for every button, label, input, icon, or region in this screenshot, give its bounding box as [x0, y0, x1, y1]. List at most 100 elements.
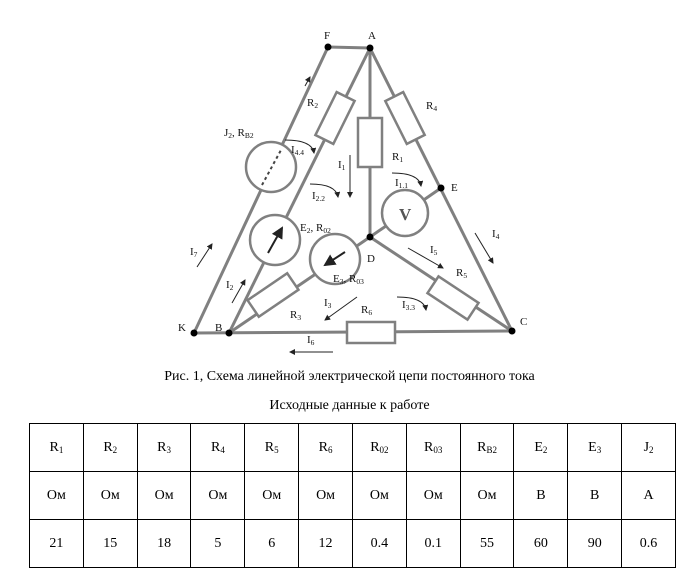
- unit-cell: Ом: [459, 471, 515, 520]
- header-symbol: R: [424, 439, 434, 455]
- header-subscript: B2: [486, 444, 497, 455]
- header-symbol: R: [318, 439, 328, 455]
- header-cell: R1: [29, 423, 84, 472]
- node-label-b: B: [215, 322, 222, 334]
- nodes: [190, 43, 516, 337]
- label-r5: R5: [456, 267, 467, 280]
- header-symbol: R: [264, 439, 275, 455]
- node-label-k: K: [178, 322, 186, 334]
- voltmeter: [380, 188, 430, 238]
- header-symbol: R: [477, 439, 487, 455]
- value-cell: 6: [244, 519, 300, 568]
- header-subscript: 6: [327, 444, 333, 455]
- header-cell: E3: [567, 423, 623, 472]
- unit-cell: Ом: [29, 471, 84, 520]
- node-label-c: C: [520, 316, 527, 328]
- value-cell: 5: [190, 519, 246, 568]
- unit-cell: Ом: [351, 471, 407, 520]
- label-i6: I6: [307, 334, 315, 347]
- current-arrows: [196, 76, 494, 355]
- label-i11: I1.1: [395, 177, 408, 190]
- value-cell: 90: [567, 519, 623, 568]
- header-subscript: 2: [542, 444, 548, 455]
- resistor-r2: [313, 90, 357, 146]
- header-subscript: 5: [274, 444, 279, 455]
- header-cell: R02: [351, 423, 407, 472]
- unit-cell: В: [567, 471, 623, 520]
- header-subscript: 1: [58, 444, 64, 455]
- resistor-r6: [345, 320, 397, 345]
- header-symbol: R: [210, 439, 221, 455]
- header-symbol: R: [49, 439, 59, 455]
- header-symbol: E: [588, 439, 597, 455]
- label-r3: R3: [290, 309, 301, 322]
- header-cell: R03: [405, 423, 461, 472]
- label-r2: R2: [307, 97, 318, 110]
- label-i3: I3: [324, 297, 332, 310]
- header-cell: R3: [136, 423, 192, 472]
- label-r6: R6: [361, 304, 372, 317]
- header-cell: RB2: [459, 423, 515, 472]
- figure-caption: Рис. 1, Схема линейной электрической цеп…: [164, 369, 535, 384]
- label-r1: R1: [392, 151, 403, 164]
- value-cell: 15: [82, 519, 138, 568]
- e2-arrow-icon: [267, 226, 283, 254]
- label-j2-rb2: J2, RB2: [224, 127, 254, 140]
- header-subscript: 03: [433, 444, 443, 455]
- value-cell: 18: [136, 519, 192, 568]
- table-title: Исходные данные к работе: [269, 398, 430, 413]
- resistor-r5: [425, 274, 481, 322]
- unit-cell: Ом: [298, 471, 353, 520]
- header-symbol: R: [157, 439, 167, 455]
- resistor-r4: [383, 90, 427, 146]
- header-cell: R6: [298, 423, 353, 472]
- unit-cell: Ом: [82, 471, 138, 520]
- label-i2: I2: [226, 279, 234, 292]
- value-cell: 21: [29, 519, 84, 568]
- value-cell: 0.4: [351, 519, 407, 568]
- e3-arrow-icon: [323, 251, 346, 267]
- circuit-diagram: V F A E D K B C R2 R4 R1 R5 R6 R3 J2, RB…: [178, 30, 527, 355]
- header-symbol: R: [370, 439, 380, 455]
- value-cell: 60: [513, 519, 569, 568]
- header-cell: J2: [621, 423, 676, 472]
- resistor-r1: [356, 116, 384, 169]
- header-cell: E2: [513, 423, 569, 472]
- unit-cell: А: [621, 471, 676, 520]
- value-cell: 12: [298, 519, 353, 568]
- unit-cell: Ом: [190, 471, 246, 520]
- node-label-f: F: [324, 30, 330, 42]
- value-cell: 0.1: [405, 519, 461, 568]
- unit-cell: Ом: [136, 471, 192, 520]
- unit-cell: В: [513, 471, 569, 520]
- header-subscript: 2: [112, 444, 118, 455]
- header-cell: R5: [244, 423, 300, 472]
- header-cell: R2: [82, 423, 138, 472]
- value-cell: 0.6: [621, 519, 676, 568]
- label-e2-r02: E2, R02: [300, 222, 331, 235]
- node-label-a: A: [368, 30, 376, 42]
- label-i33: I3.3: [402, 299, 415, 312]
- label-i7: I7: [190, 246, 198, 259]
- header-subscript: 02: [379, 444, 389, 455]
- label-i1: I1: [338, 159, 346, 172]
- voltmeter-label: V: [399, 205, 412, 224]
- wires: [192, 45, 514, 335]
- header-subscript: 4: [220, 444, 225, 455]
- header-symbol: J: [643, 439, 650, 455]
- header-subscript: 3: [166, 444, 171, 455]
- resistor-r3: [245, 271, 301, 319]
- node-label-d: D: [367, 253, 375, 265]
- value-cell: 55: [459, 519, 515, 568]
- label-i44: I4.4: [291, 144, 304, 157]
- header-subscript: 3: [596, 444, 602, 455]
- header-symbol: E: [534, 439, 543, 455]
- label-e3-r03: E3, R03: [333, 273, 364, 286]
- unit-cell: Ом: [244, 471, 300, 520]
- label-i4: I4: [492, 228, 500, 241]
- label-i22: I2.2: [312, 190, 325, 203]
- node-label-e: E: [451, 182, 458, 194]
